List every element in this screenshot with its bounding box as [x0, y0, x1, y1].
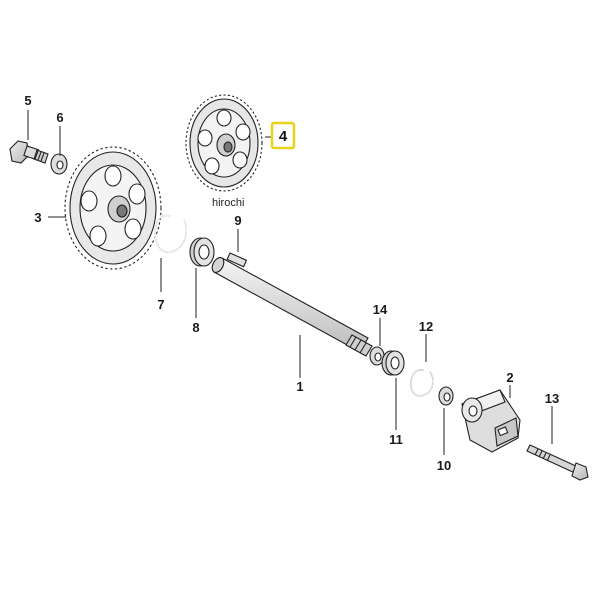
callout-6: 6	[56, 110, 63, 125]
watermark-text: hirochi	[212, 197, 244, 209]
gear-4	[185, 94, 263, 192]
circlip-12	[410, 369, 434, 397]
callout-3: 3	[34, 210, 41, 225]
callout-4: 4	[279, 128, 288, 145]
callout-14: 14	[373, 302, 388, 317]
bearing-8	[189, 237, 215, 267]
callout-highlight-box	[270, 121, 296, 150]
callout-11: 11	[389, 432, 403, 447]
gear-3	[64, 146, 162, 270]
bolt-5	[9, 140, 49, 164]
callout-5: 5	[24, 93, 31, 108]
callout-7: 7	[157, 297, 164, 312]
bracket-2	[461, 389, 521, 453]
callout-13: 13	[545, 391, 559, 406]
callout-10: 10	[437, 458, 451, 473]
washer-6	[50, 153, 68, 175]
shaft-1	[211, 257, 373, 357]
callout-2: 2	[506, 370, 513, 385]
bearing-11	[381, 350, 405, 376]
callout-9: 9	[234, 213, 241, 228]
callout-12: 12	[419, 319, 433, 334]
circlip-7	[154, 215, 188, 253]
key-9	[226, 252, 248, 268]
bolt-13	[526, 444, 589, 481]
callout-8: 8	[192, 320, 199, 335]
washer-10	[438, 386, 454, 406]
callout-1: 1	[296, 379, 303, 394]
